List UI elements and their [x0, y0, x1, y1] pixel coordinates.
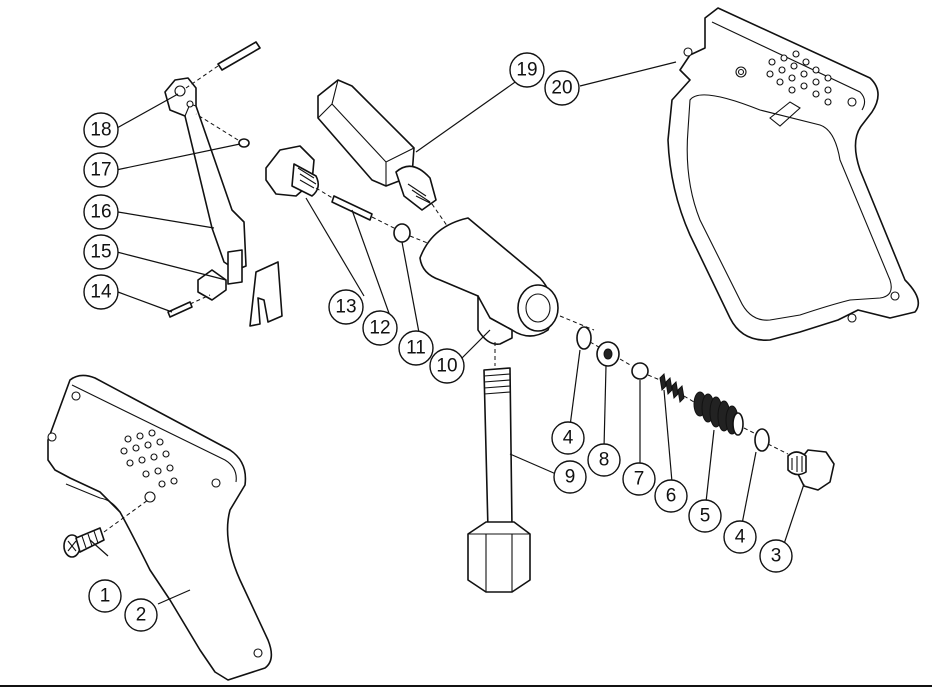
ball-part [631, 362, 661, 381]
callout-18: 18 [83, 112, 119, 148]
callout-17: 17 [83, 152, 119, 188]
callout-13-label: 13 [335, 297, 356, 318]
callout-3-label: 3 [771, 546, 782, 567]
large-spring-part [693, 391, 757, 436]
pin-part [331, 195, 399, 231]
callout-17-label: 17 [90, 160, 111, 181]
set-screw-part [195, 113, 250, 148]
callout-10: 10 [429, 348, 465, 384]
callout-11: 11 [398, 330, 434, 366]
callout-4-lower-label: 4 [735, 527, 746, 548]
callout-18-label: 18 [90, 120, 111, 141]
housing-half-right-part [667, 7, 920, 341]
housing-left-vent-holes [120, 429, 178, 488]
callout-9: 9 [553, 460, 587, 494]
callout-12: 12 [362, 310, 398, 346]
callout-4-lower: 4 [723, 520, 757, 554]
o-ring-upper-part [576, 326, 605, 351]
o-ring-part [393, 223, 431, 245]
callout-4-upper: 4 [551, 421, 585, 455]
callout-16-label: 16 [90, 202, 111, 223]
callout-5-label: 5 [700, 506, 711, 527]
callout-2-label: 2 [136, 605, 147, 626]
small-spring-part [659, 372, 695, 404]
tube-part [467, 342, 531, 593]
callout-19: 19 [509, 52, 545, 88]
callout-3: 3 [759, 539, 793, 573]
valve-body-part [419, 217, 595, 346]
callout-14: 14 [83, 274, 119, 310]
callout-7-label: 7 [634, 469, 645, 490]
callout-16: 16 [83, 194, 119, 230]
roll-pin-part [167, 294, 211, 318]
callout-8-label: 8 [599, 450, 610, 471]
callout-12-label: 12 [369, 318, 390, 339]
callout-5: 5 [688, 499, 722, 533]
callout-19-label: 19 [516, 60, 537, 81]
callout-14-label: 14 [90, 282, 112, 303]
callout-20: 20 [544, 70, 580, 106]
callout-4-upper-label: 4 [563, 428, 574, 449]
callout-15-label: 15 [90, 242, 111, 263]
callout-6-label: 6 [666, 486, 677, 507]
callout-7: 7 [622, 462, 656, 496]
trigger-lock-clip-part [249, 261, 283, 327]
callout-9-label: 9 [565, 467, 576, 488]
hex-plug-part [787, 449, 835, 491]
callout-8: 8 [587, 443, 621, 477]
callout-1-label: 1 [100, 586, 111, 607]
callout-13: 13 [328, 289, 364, 325]
callout-15: 15 [83, 234, 119, 270]
o-ring-lower-part [754, 428, 789, 455]
callout-6: 6 [654, 479, 688, 513]
trigger-lever-part [164, 77, 247, 301]
trigger-pin-part [185, 41, 261, 89]
seat-washer-part [596, 341, 633, 367]
callout-20-label: 20 [551, 78, 572, 99]
housing-right-vent-holes [766, 50, 832, 106]
callout-2: 2 [124, 598, 158, 632]
housing-half-left-part [47, 374, 273, 681]
callout-1: 1 [88, 579, 122, 613]
callout-10-label: 10 [436, 356, 457, 377]
inlet-nipple-part [265, 145, 345, 206]
leader-lines [89, 61, 805, 605]
lance-adapter-part [317, 79, 451, 231]
callout-11-label: 11 [406, 338, 426, 359]
